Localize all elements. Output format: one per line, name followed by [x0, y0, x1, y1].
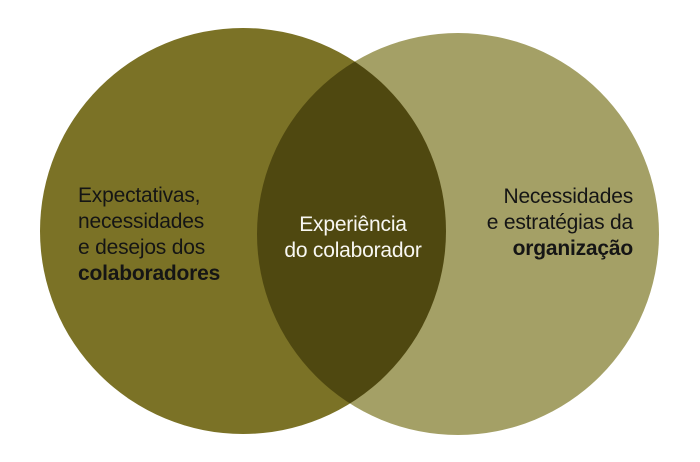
intersection-label: Experiência do colaborador [243, 212, 463, 264]
right-circle [257, 33, 659, 435]
left-label-line-2: necessidades [78, 210, 205, 233]
right-circle-label: Necessidades e estratégias da organizaçã… [487, 184, 633, 262]
intersection-label-line-1: Experiência [299, 213, 407, 236]
right-label-line-1: Necessidades [503, 185, 633, 208]
left-label-line-1: Expectativas, [78, 184, 201, 207]
right-label-bold-line: organização [512, 237, 634, 260]
intersection-label-line-2: do colaborador [284, 239, 422, 262]
left-label-bold-line: colaboradores [78, 262, 221, 285]
right-label-line-2: e estratégias da [486, 211, 633, 234]
left-label-line-3: e desejos dos [78, 236, 205, 259]
left-circle-label: Expectativas, necessidades e desejos dos… [78, 183, 220, 287]
